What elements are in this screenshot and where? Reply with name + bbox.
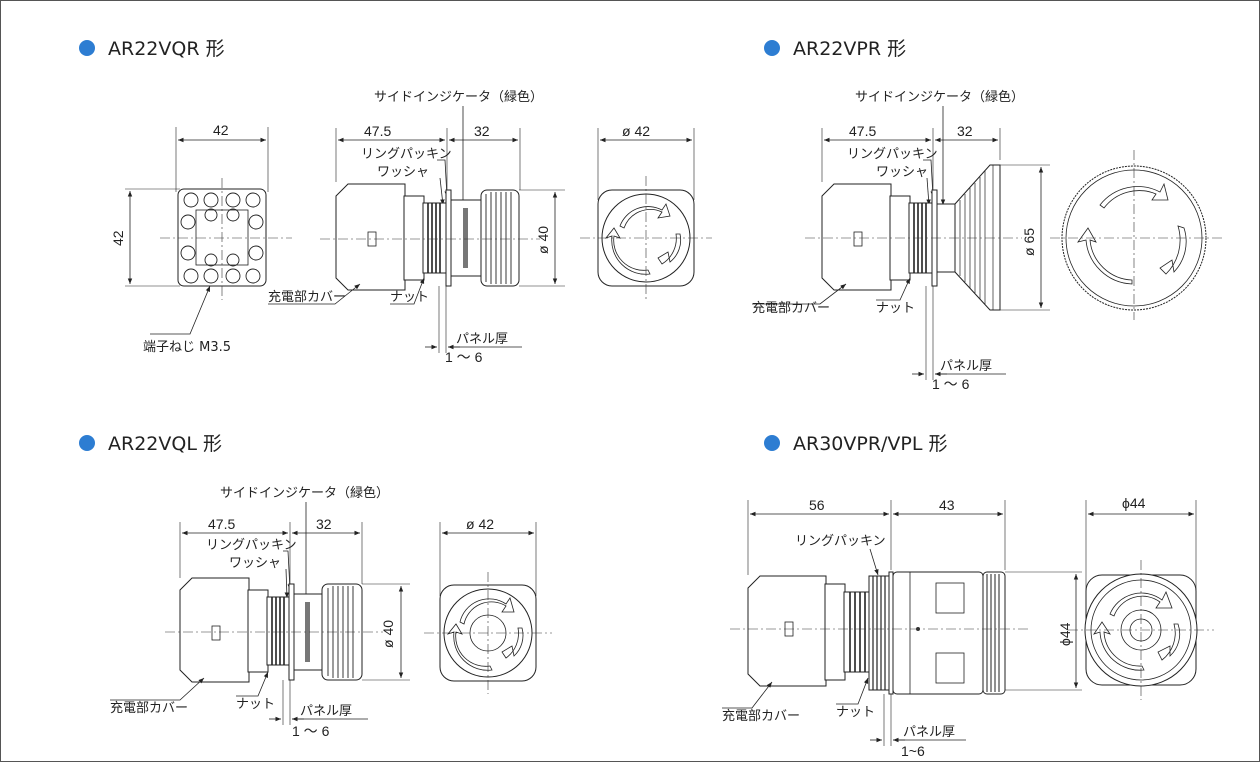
label-nut: ナット [836, 705, 875, 720]
dim-body: 47.5 [208, 516, 235, 532]
label-panel-thickness: パネル厚 [300, 704, 352, 719]
label-nut: ナット [390, 290, 429, 305]
label-panel-range: 1 ～ 6 [445, 349, 483, 365]
label-nut: ナット [876, 301, 915, 316]
label-nut: ナット [236, 697, 275, 712]
dim-body: 47.5 [364, 123, 391, 139]
section-title: AR22VQL 形 [108, 433, 222, 455]
dim-front-diameter: ø 42 [466, 516, 494, 532]
section-ar30vpr-vpl: AR30VPR/VPL 形 56 43 リングパッキン [722, 433, 1214, 759]
terminal-rear-view: 42 42 端子ねじ M3.5 [110, 122, 292, 355]
front-view: ø 42 [580, 123, 712, 300]
section-ar22vqr: AR22VQR 形 42 42 端子ねじ M3.5 [79, 38, 712, 365]
section-bullet-icon [764, 40, 780, 56]
dim-head: 32 [316, 516, 332, 532]
label-washer: ワッシャ [377, 165, 429, 180]
label-terminal-screw: 端子ねじ M3.5 [143, 340, 231, 355]
label-washer: ワッシャ [876, 165, 928, 180]
label-ring-packing: リングパッキン [361, 147, 452, 162]
label-live-cover: 充電部カバー [752, 300, 830, 316]
label-live-cover: 充電部カバー [110, 700, 188, 716]
dim-body: 56 [809, 497, 825, 513]
side-view: 56 43 リングパッキン [722, 497, 1082, 759]
side-view: サイドインジケータ（緑色） 47.5 32 リングパッキン ワッシャ [110, 485, 410, 739]
dim-height: 42 [110, 230, 126, 246]
dim-head-diameter: ø 40 [380, 620, 396, 648]
dim-head: 32 [957, 123, 973, 139]
label-live-cover: 充電部カバー [722, 708, 800, 724]
label-ring-packing: リングパッキン [795, 534, 886, 549]
dim-head: 43 [939, 497, 955, 513]
section-bullet-icon [79, 435, 95, 451]
label-panel-thickness: パネル厚 [940, 359, 992, 374]
section-bullet-icon [79, 40, 95, 56]
dim-front-diameter: ø 42 [622, 123, 650, 139]
label-panel-thickness: パネル厚 [456, 332, 508, 347]
dim-head: 32 [474, 123, 490, 139]
label-live-cover: 充電部カバー [268, 289, 346, 305]
front-view: ϕ44 [1068, 495, 1214, 700]
section-ar22vql: AR22VQL 形 サイドインジケータ（緑色） 47.5 32 リングパッキン … [79, 433, 552, 739]
label-ring-packing: リングパッキン [847, 147, 938, 162]
label-side-indicator: サイドインジケータ（緑色） [220, 485, 389, 501]
section-title: AR22VQR 形 [108, 38, 225, 60]
section-bullet-icon [764, 435, 780, 451]
section-title: AR30VPR/VPL 形 [793, 433, 948, 455]
section-ar22vpr: AR22VPR 形 サイドインジケータ（緑色） 47.5 32 リングパッキン … [752, 38, 1222, 392]
label-side-indicator: サイドインジケータ（緑色） [855, 89, 1024, 105]
label-side-indicator: サイドインジケータ（緑色） [374, 89, 543, 105]
dim-body: 47.5 [849, 123, 876, 139]
label-washer: ワッシャ [229, 556, 281, 571]
label-panel-range: 1~6 [901, 743, 925, 759]
dim-width: 42 [213, 122, 229, 138]
side-view: サイドインジケータ（緑色） 47.5 32 リングパッキン ワッシャ [268, 89, 565, 365]
dim-head-diameter: ø 40 [535, 226, 551, 254]
dim-front-diameter: ϕ44 [1122, 495, 1146, 511]
dim-head-diameter: ø 65 [1021, 228, 1037, 256]
label-panel-range: 1 ～ 6 [292, 723, 330, 739]
dim-head-diameter: ϕ44 [1057, 622, 1073, 646]
front-view: ø 42 [424, 516, 552, 694]
label-panel-range: 1 ～ 6 [932, 376, 970, 392]
side-view: サイドインジケータ（緑色） 47.5 32 リングパッキン ワッシャ [752, 89, 1050, 392]
section-title: AR22VPR 形 [793, 38, 906, 60]
front-view [1050, 150, 1222, 320]
label-ring-packing: リングパッキン [206, 538, 297, 553]
label-panel-thickness: パネル厚 [903, 725, 955, 740]
